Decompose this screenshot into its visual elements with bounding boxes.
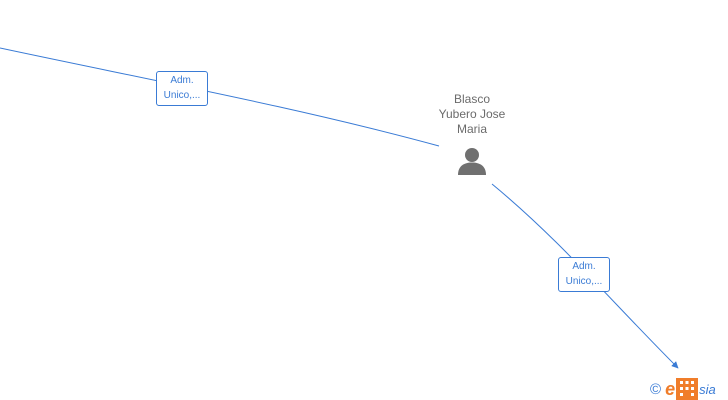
edge-label-incoming[interactable]: Adm. Unico,... [156,71,208,106]
edge-incoming-line[interactable] [0,47,440,147]
person-name-line-2: Yubero Jose [438,107,506,121]
edge-label-outgoing[interactable]: Adm. Unico,... [558,257,610,292]
edge-label-line-2: Unico,... [163,90,201,101]
brand-suffix: sia [699,381,716,397]
edge-label-line-1: Adm. [572,261,596,272]
copyright-symbol: © [650,380,662,398]
brand-prefix: e [665,378,676,399]
edge-label-line-2: Unico,... [565,276,603,287]
person-name-line-3: Maria [456,122,487,136]
person-icon [458,148,486,175]
person-node[interactable]: Blasco Yubero Jose Maria [422,92,522,175]
footer-credit: © e sia [650,377,716,400]
person-node-name: Blasco Yubero Jose Maria [422,92,522,137]
edge-label-line-1: Adm. [170,75,194,86]
brand-wordmark[interactable]: e sia [665,378,716,400]
empresia-logo-icon [676,378,699,400]
person-name-line-1: Blasco [453,92,491,106]
